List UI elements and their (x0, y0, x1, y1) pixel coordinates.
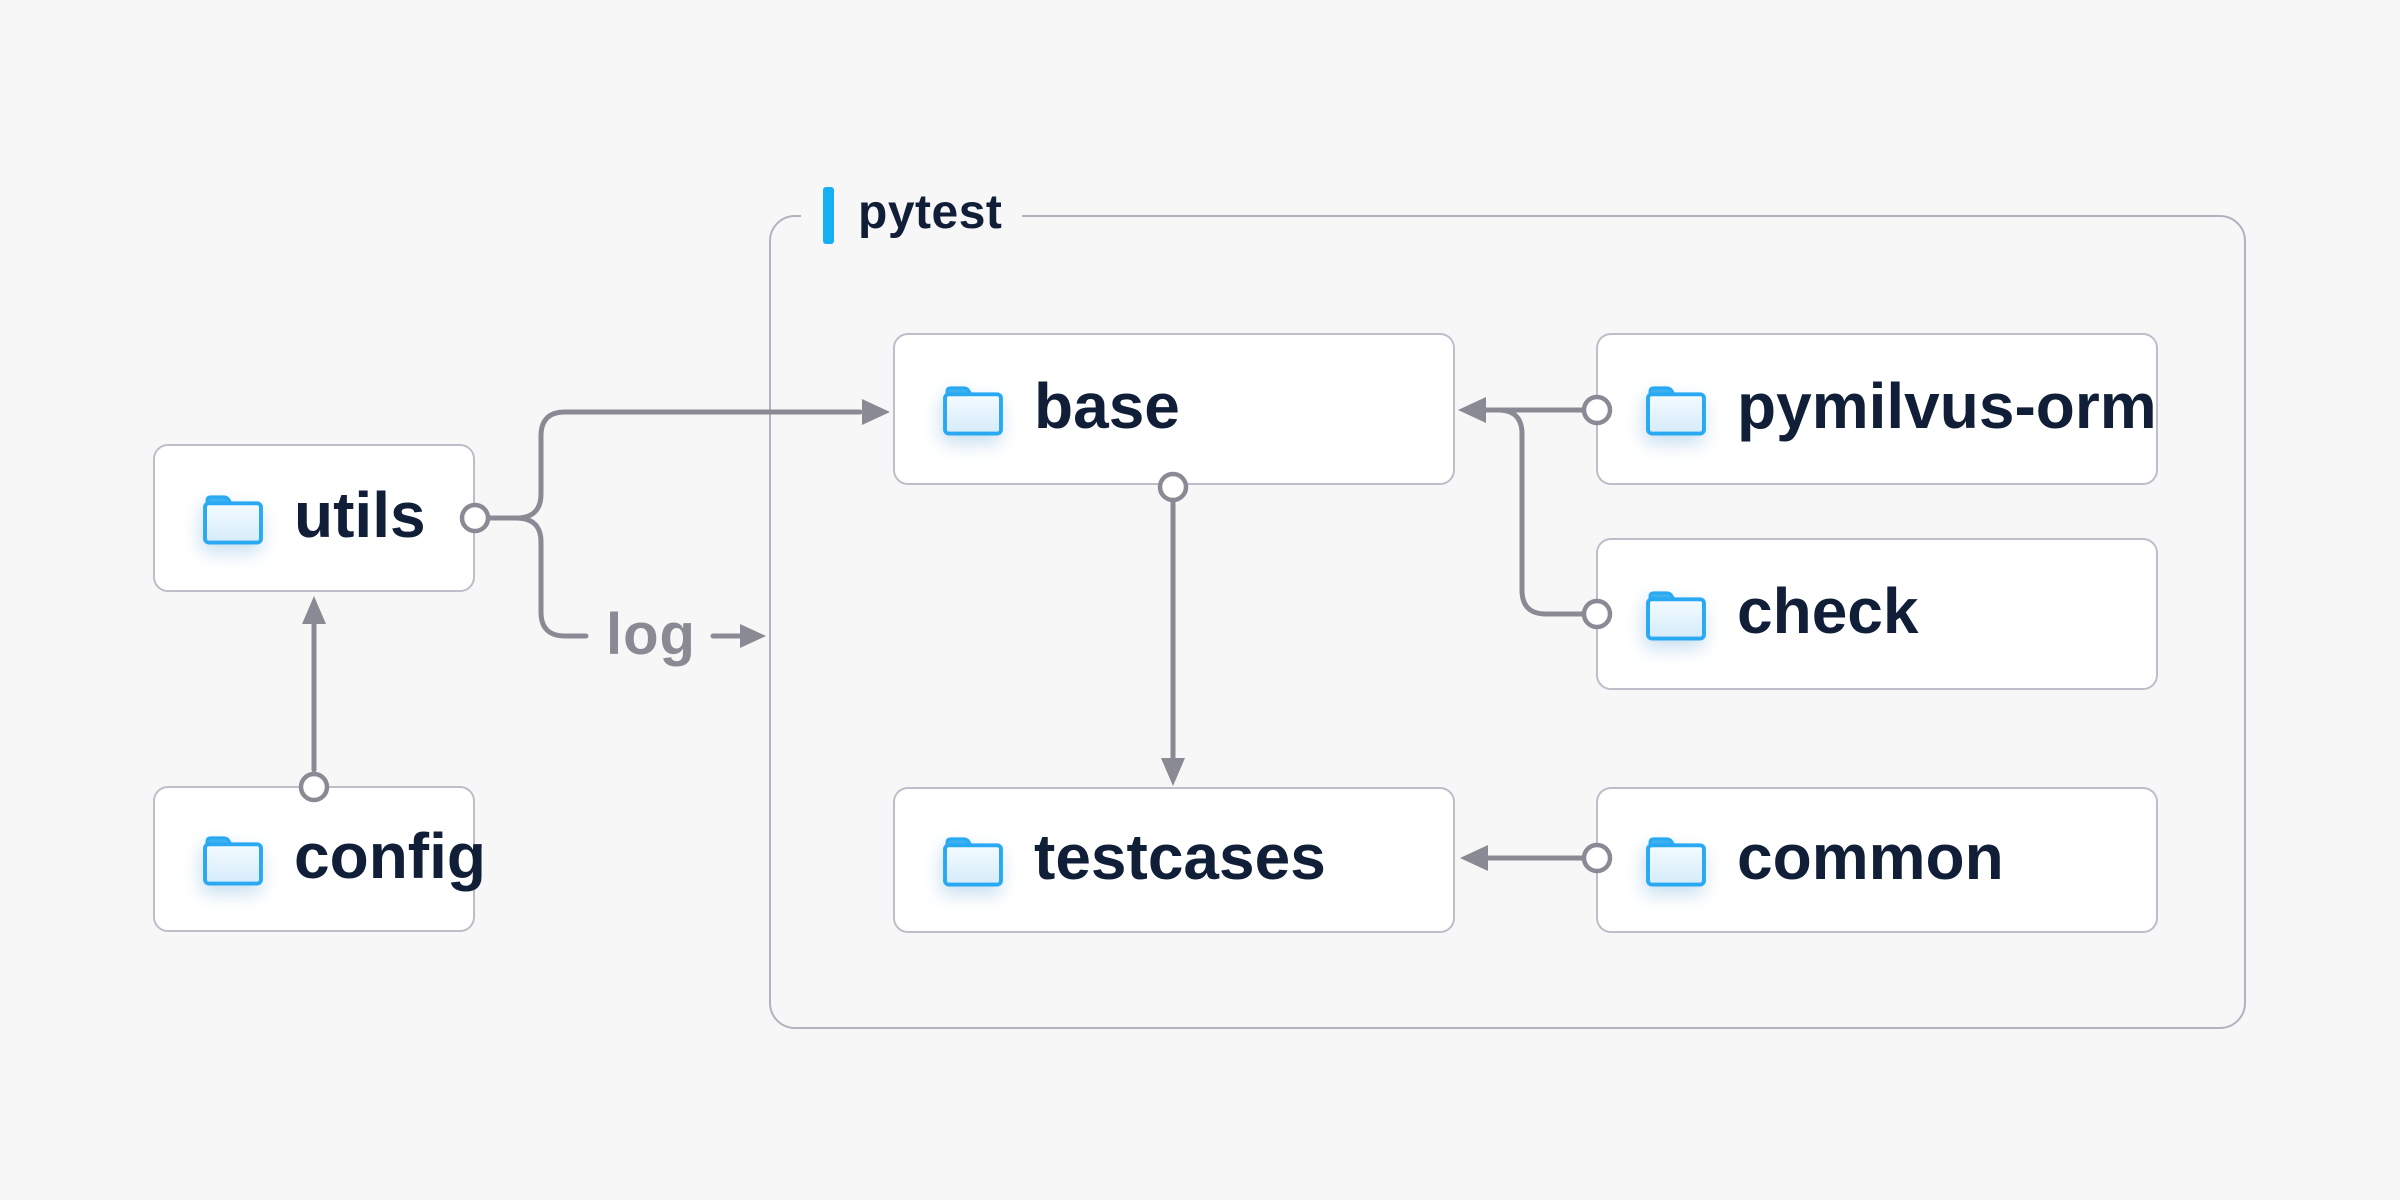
folder-icon (941, 834, 1004, 887)
node-common: common (1596, 787, 2158, 933)
node-testcases: testcases (893, 787, 1455, 933)
node-utils: utils (153, 444, 475, 592)
node-config: config (153, 786, 486, 932)
edge-config-to-utils (302, 596, 326, 773)
folder-icon (201, 833, 264, 886)
node-label: pymilvus-orm (1737, 370, 2157, 442)
folder-icon (1644, 834, 1707, 887)
node-label: config (294, 820, 486, 892)
pytest-group-label: pytest (801, 183, 1023, 247)
folder-icon (201, 492, 264, 545)
folder-icon (1644, 588, 1707, 641)
node-label: common (1737, 821, 2004, 893)
folder-icon (941, 383, 1004, 436)
accent-bar-icon (823, 186, 834, 244)
node-label: utils (294, 479, 426, 551)
node-label: base (1034, 370, 1180, 442)
node-check: check (1596, 538, 2158, 690)
node-pymilvus-orm: pymilvus-orm (1596, 333, 2158, 485)
pytest-group-title: pytest (858, 186, 1003, 239)
edge-label-log: log (606, 602, 696, 667)
node-label: testcases (1034, 821, 1326, 893)
node-base: base (893, 333, 1455, 485)
node-label: check (1737, 575, 1919, 647)
edge-log-arrow (710, 624, 766, 648)
folder-icon (1644, 383, 1707, 436)
